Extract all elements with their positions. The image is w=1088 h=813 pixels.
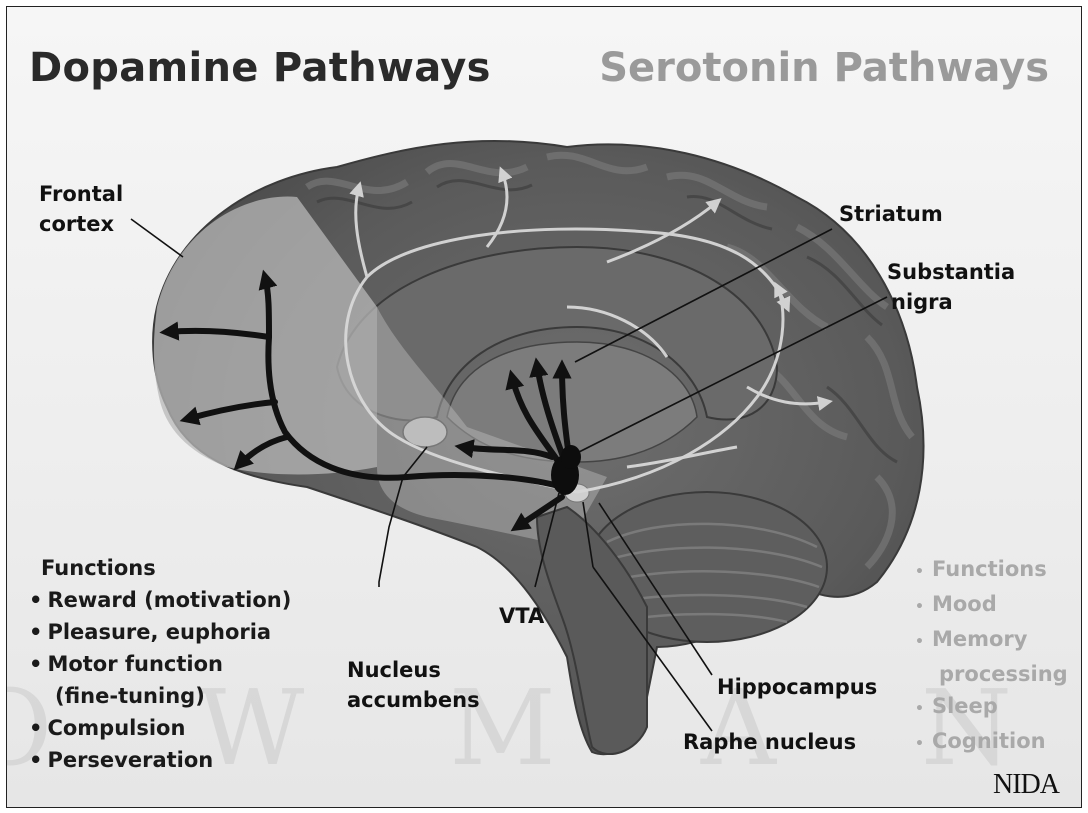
label-hippocampus: Hippocampus xyxy=(717,672,877,702)
serotonin-functions: Functions Mood Memoryprocessing Sleep Co… xyxy=(915,553,1068,760)
list-item: Motor function(fine-tuning) xyxy=(29,648,291,712)
dopamine-functions: Functions Reward (motivation) Pleasure, … xyxy=(29,552,291,776)
dopamine-title: Dopamine Pathways xyxy=(29,45,491,91)
diagram-slide: O W M A N & xyxy=(6,6,1082,808)
list-item: Cognition xyxy=(915,725,1068,760)
label-striatum: Striatum xyxy=(839,199,943,229)
list-item: Perseveration xyxy=(29,744,291,776)
list-item: Memoryprocessing xyxy=(915,623,1068,690)
list-item: Compulsion xyxy=(29,712,291,744)
label-vta: VTA xyxy=(499,601,544,631)
nida-logo: NIDA xyxy=(993,769,1059,801)
list-item: Mood xyxy=(915,588,1068,623)
serotonin-title: Serotonin Pathways xyxy=(599,45,1049,91)
list-item: Pleasure, euphoria xyxy=(29,616,291,648)
list-item: Reward (motivation) xyxy=(29,584,291,616)
label-substantia-nigra: Substantia nigra xyxy=(887,257,1015,317)
label-nucleus-accumbens: Nucleus accumbens xyxy=(347,655,480,715)
dopamine-functions-heading: Functions xyxy=(29,552,291,584)
label-raphe-nucleus: Raphe nucleus xyxy=(683,727,856,757)
label-frontal-cortex: Frontal cortex xyxy=(39,179,123,239)
list-item: Functions xyxy=(915,553,1068,588)
list-item: Sleep xyxy=(915,690,1068,725)
